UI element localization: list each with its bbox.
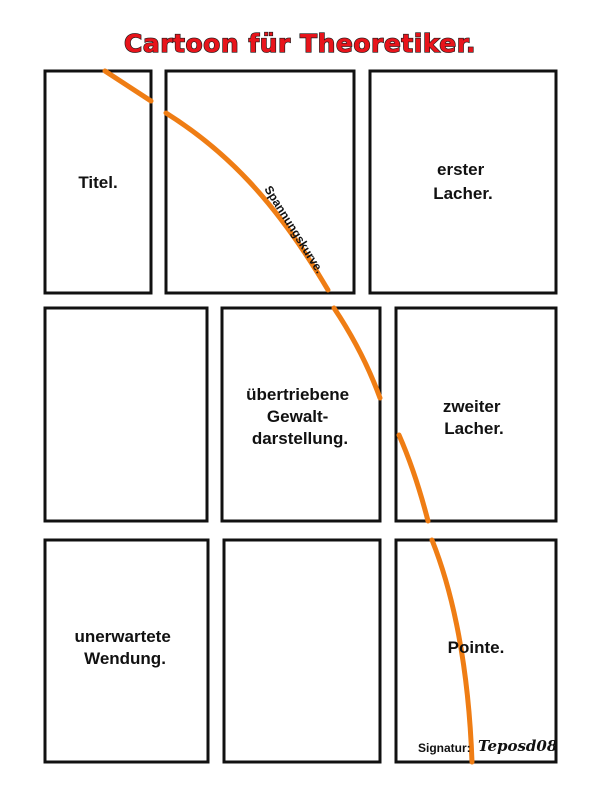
panel-1-text: Titel. xyxy=(78,173,117,192)
panel-2 xyxy=(164,69,356,295)
signature-name: Teposd08 xyxy=(478,737,558,755)
panel-3 xyxy=(368,69,558,295)
panel-5-text: übertriebene Gewalt- darstellung. xyxy=(246,385,354,448)
tension-curve xyxy=(102,68,475,765)
panel-9-text: Pointe. xyxy=(448,638,505,657)
panel-7-text: unerwartete Wendung. xyxy=(74,627,175,668)
panel-6-text: zweiter Lacher. xyxy=(443,397,505,438)
page-title: Cartoon für Theoretiker. xyxy=(124,29,476,58)
panel-6 xyxy=(394,306,558,523)
panel-9 xyxy=(394,538,558,764)
panel-3-text: erster Lacher. xyxy=(433,160,493,203)
panel-4 xyxy=(43,306,209,523)
panel-1 xyxy=(43,69,153,295)
panel-8 xyxy=(222,538,382,764)
signature-label: Signatur: xyxy=(418,741,471,755)
panel-7 xyxy=(43,538,210,764)
